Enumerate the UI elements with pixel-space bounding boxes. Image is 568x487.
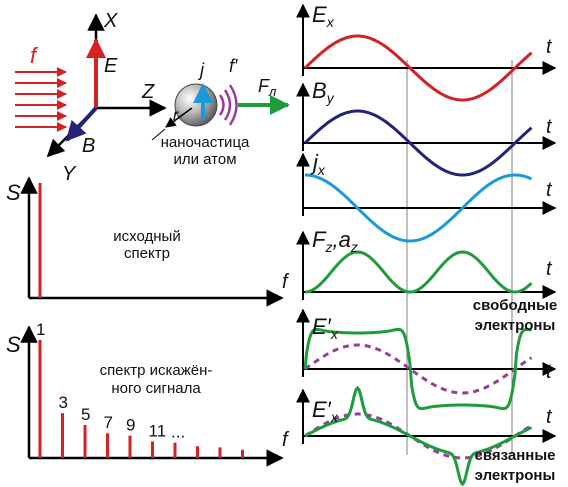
nanoparticle: j f′ Fл r наночастица или атом [151, 56, 290, 168]
jx-label: jx [310, 150, 326, 178]
spectrum-top-s-label: S [6, 180, 21, 205]
by-curve [303, 109, 533, 177]
particle-caption-line1: наночастица [161, 134, 250, 151]
t-label-6: t [546, 406, 553, 428]
ex-free-reference [304, 343, 533, 395]
spectrum-top-caption-line1: исходный [113, 228, 180, 245]
spectrum-top-caption-line2: спектр [124, 245, 170, 262]
harmonic-label-3: 5 [81, 405, 90, 424]
b-vector [65, 106, 98, 142]
z-axis-label: Z [141, 81, 155, 103]
fz-az-label: Fz,az [312, 227, 358, 255]
particle-caption-line2: или атом [173, 151, 236, 168]
free-electrons-note-line1: свободные [473, 297, 558, 314]
spectrum-bottom-f-label: f [282, 429, 290, 451]
reemitted-f-prime-label: f′ [229, 56, 238, 76]
ex-curve [303, 34, 533, 102]
coordinate-axes: X Z Y E B f [15, 10, 167, 185]
ex-label: Ex [312, 2, 335, 30]
spectrum-bottom-caption-line2: ного сигнала [111, 380, 201, 397]
radiation-arcs [218, 84, 238, 126]
original-spectrum: S f исходный спектр [6, 176, 290, 307]
x-axis-label: X [103, 10, 118, 32]
radius-leader [151, 128, 166, 141]
radius-arrow [165, 107, 193, 128]
bound-electrons-note-line2: электроны [475, 467, 556, 484]
b-vector-label: B [82, 135, 95, 157]
harmonic-label-2: 3 [59, 393, 68, 412]
incident-wave-arrows [15, 67, 67, 132]
by-label: By [312, 78, 335, 106]
spectrum-bottom-caption-line1: спектр искажён- [100, 362, 213, 379]
bound-electrons-note-line1: связанные [475, 447, 556, 464]
fz-curve [304, 250, 533, 294]
particle-sphere [174, 83, 218, 127]
jx-curve [305, 173, 533, 243]
y-axis-label: Y [62, 163, 77, 185]
t-label-2: t [546, 116, 553, 138]
lorentz-force-label: Fл [258, 76, 277, 99]
harmonic-label-5: 9 [126, 416, 135, 435]
ex-bound-label: E′x [312, 397, 339, 425]
t-label-1: t [546, 36, 553, 58]
current-j-label: j [197, 60, 205, 80]
waveforms: Ex By jx Fz,az E′x E′x t t t t t t свобо… [296, 2, 558, 487]
harmonic-label-1: 1 [36, 320, 45, 339]
e-vector-label: E [104, 55, 118, 77]
harmonic-label-4: 7 [104, 413, 113, 432]
harmonic-label-6: 11 [149, 421, 167, 440]
ex-free-label: E′x [312, 314, 339, 342]
spectrum-top-f-label: f [282, 271, 290, 293]
free-electrons-note-line2: электроны [475, 317, 556, 334]
t-label-5: t [546, 361, 553, 383]
spectrum-bottom-s-label: S [6, 332, 21, 357]
ex-free-curve [303, 327, 532, 411]
ex-bound-curve [304, 385, 533, 487]
t-label-4: t [546, 258, 553, 280]
frequency-f-label: f [30, 43, 39, 68]
radius-label: r [173, 107, 179, 124]
harmonic-label-7: ... [171, 423, 185, 442]
t-label-3: t [546, 179, 553, 201]
